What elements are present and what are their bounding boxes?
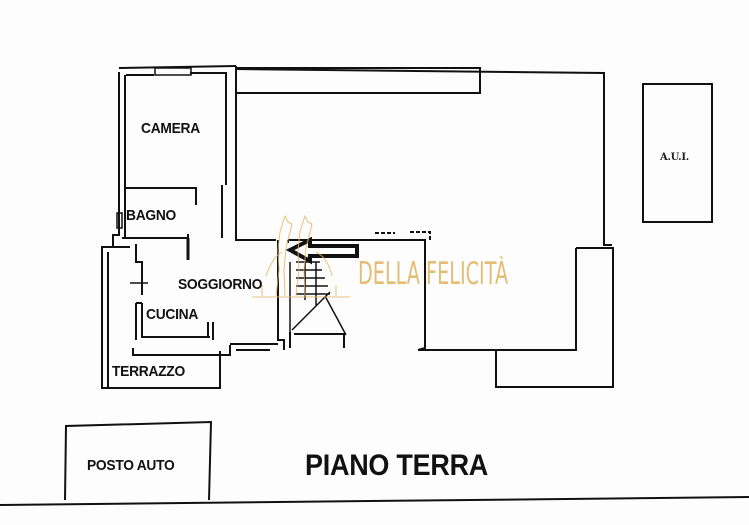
camera-right-wall (221, 73, 227, 238)
room-label-aui: A.U.I. (660, 152, 689, 163)
camera-top-wall (118, 65, 237, 69)
right-block (495, 247, 614, 388)
bagno-top-wall (125, 187, 197, 205)
room-label-cucina: CUCINA (146, 306, 199, 323)
camera-window (154, 67, 192, 76)
cucina-left-wall (135, 302, 210, 340)
soggiorno-right-wall (277, 240, 285, 350)
room-label-soggiorno: SOGGIORNO (178, 276, 263, 293)
aui-block (642, 83, 713, 223)
posto-auto-box (64, 420, 213, 501)
room-label-terrazzo: TERRAZZO (112, 363, 185, 380)
main-outline-top-right (235, 68, 612, 246)
cucina-bottom-wall (132, 345, 231, 356)
room-label-posto-auto: POSTO AUTO (87, 457, 175, 474)
ground-line (0, 496, 749, 506)
main-outline-top (235, 66, 276, 241)
plan-title: PIANO TERRA (305, 449, 489, 482)
hall-dashed (375, 231, 431, 242)
camera-inner-top (126, 72, 227, 76)
top-porch (235, 67, 481, 94)
room-label-bagno: BAGNO (126, 207, 176, 224)
watermark-text: DELLA FELICITÀ (358, 256, 509, 292)
right-block-inner (418, 248, 577, 351)
terrazzo-wall (102, 246, 130, 388)
giraffes-logo-icon (252, 214, 350, 298)
soggiorno-left-wall (135, 244, 143, 295)
hall-lower (289, 332, 345, 348)
cucina-divider (207, 322, 214, 340)
bagno-window (116, 212, 123, 229)
soggiorno-bottom (230, 343, 278, 351)
room-label-camera: CAMERA (141, 120, 200, 137)
bagno-bottom-wall (122, 234, 189, 243)
